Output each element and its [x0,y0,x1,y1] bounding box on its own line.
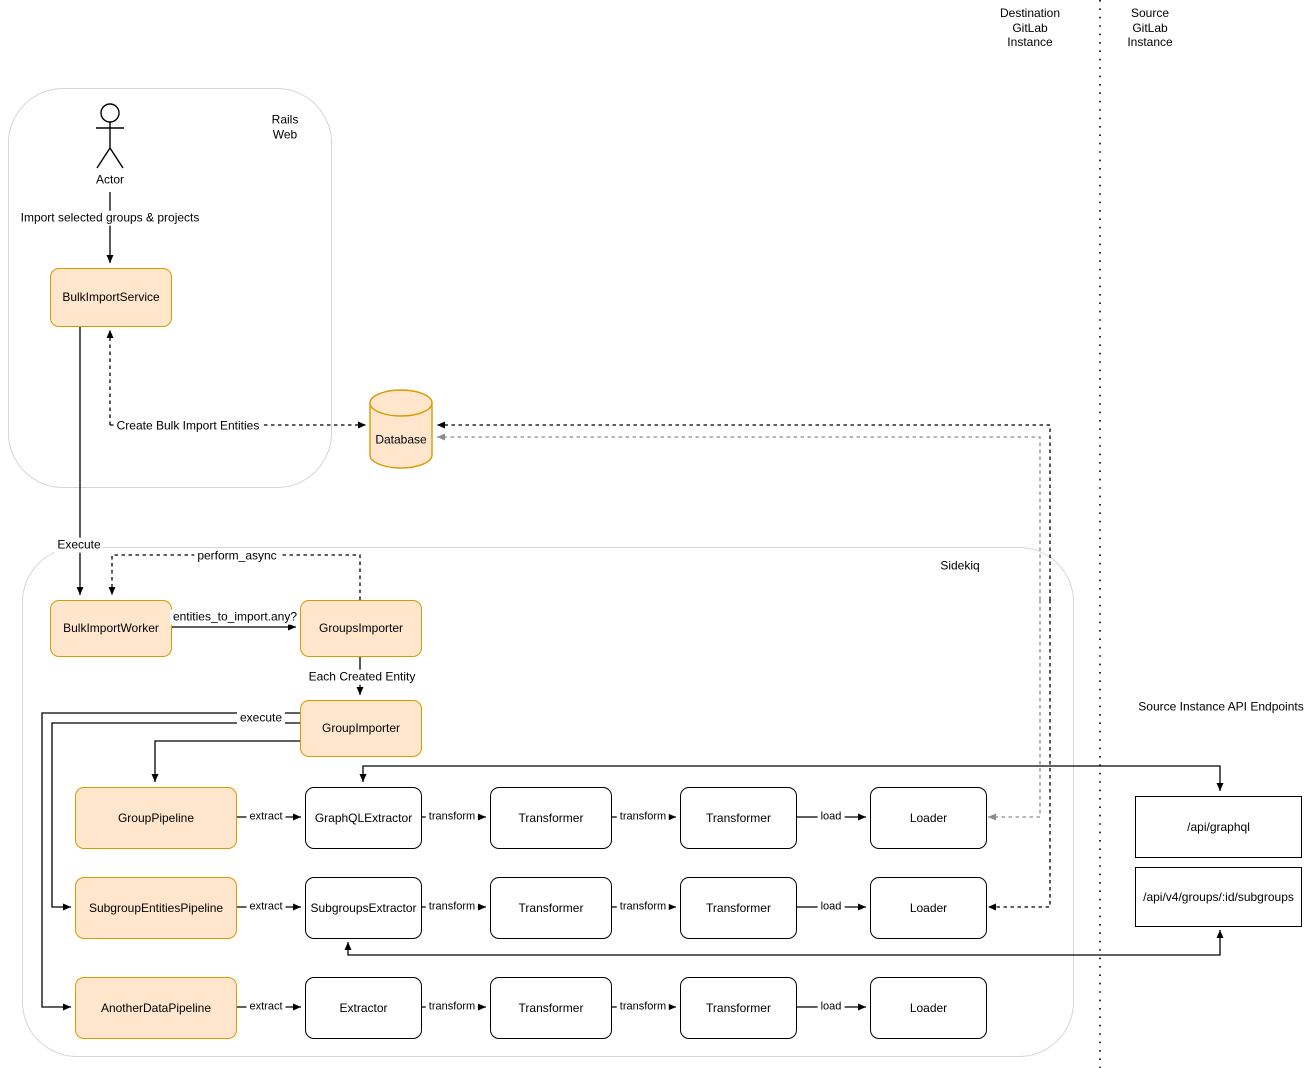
extract-label-row1: extract [246,810,286,824]
sidekiq-container [22,547,1074,1057]
node-loader: Loader [870,977,987,1039]
source-instance-label: Source GitLab Instance [1127,6,1173,50]
edge-groupimporter-to-anotherpipeline [41,712,300,1011]
edge-groupimporter-to-subgrouppipeline [51,722,300,911]
node-subgroups-extractor: SubgroupsExtractor [305,877,422,939]
edge-database-to-loader1 [988,600,1041,821]
edge-graphql-left [359,765,790,782]
actor-label: Actor [95,172,125,187]
create-entities-label: Create Bulk Import Entities [113,418,263,434]
node-transformer: Transformer [680,977,797,1039]
edge-groupimporter-to-grouppipeline [151,740,300,782]
group-execute-label: execute [236,710,286,726]
node-loader: Loader [870,877,987,939]
edge-loader2-to-database [437,421,1051,600]
transform-label-row1a: transform [425,810,479,824]
perform-async-label: perform_async [194,548,280,564]
transform-label-row1b: transform [616,810,670,824]
node-api-graphql: /api/graphql [1135,796,1302,858]
extract-label-row2: extract [246,900,286,914]
sidekiq-title: Sidekiq [940,558,980,573]
node-group-pipeline: GroupPipeline [75,787,237,849]
rails-web-title: Rails Web [271,112,299,141]
node-transformer: Transformer [680,877,797,939]
transform-label-row2b: transform [616,900,670,914]
node-groups-importer: GroupsImporter [300,600,422,657]
node-transformer: Transformer [490,877,612,939]
node-another-data-pipeline: AnotherDataPipeline [75,977,237,1039]
node-transformer: Transformer [490,787,612,849]
actor-icon [96,103,124,169]
edge-database-to-loader2 [988,600,1051,911]
transform-label-row3a: transform [425,1000,479,1014]
edge-graphql-right [790,765,1224,791]
node-bulk-import-service: BulkImportService [50,268,172,327]
extract-label-row3: extract [246,1000,286,1014]
node-loader: Loader [870,787,987,849]
each-created-entity-label: Each Created Entity [305,669,419,685]
node-transformer: Transformer [490,977,612,1039]
rails-web-container [8,88,332,488]
node-api-subgroups: /api/v4/groups/:id/subgroups [1135,867,1302,927]
transform-label-row3b: transform [616,1000,670,1014]
transform-label-row2a: transform [425,900,479,914]
edge-subgroups-right [790,930,1224,956]
node-group-importer: GroupImporter [300,700,422,757]
load-label-row3: load [817,1000,845,1014]
database-label: Database [375,432,427,447]
node-graphql-extractor: GraphQLExtractor [305,787,422,849]
execute-label: Execute [54,537,104,553]
api-endpoints-title: Source Instance API Endpoints [1138,699,1304,714]
node-extractor: Extractor [305,977,422,1039]
load-label-row2: load [817,900,845,914]
node-bulk-import-worker: BulkImportWorker [50,600,172,657]
import-selected-label: Import selected groups & projects [17,210,203,226]
edge-loader1-to-database [437,433,1041,600]
node-transformer: Transformer [680,787,797,849]
load-label-row1: load [817,810,845,824]
destination-instance-label: Destination GitLab Instance [999,6,1061,50]
node-subgroup-entities-pipeline: SubgroupEntitiesPipeline [75,877,237,939]
database-icon [369,389,433,469]
entities-to-import-label: entities_to_import.any? [169,609,301,625]
edge-subgroups-left [344,942,790,956]
